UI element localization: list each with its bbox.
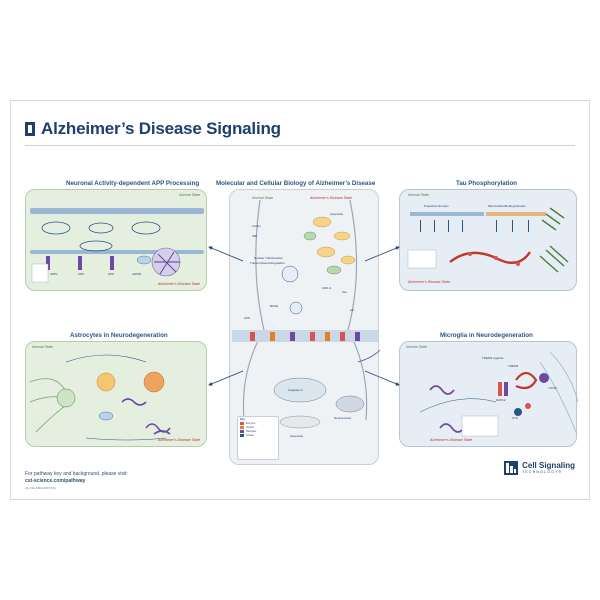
center-title: Molecular and Cellular Biology of Alzhei… [216, 180, 376, 187]
panel-microglia: Microglia in Neurodegeneration Normal St… [399, 332, 579, 447]
center-label-transcription: Transcriptional Regulation [250, 261, 285, 265]
legend-title: Key [240, 418, 245, 421]
app-label-app-2: APP [108, 272, 115, 276]
center-label-bace: BACE [270, 304, 279, 308]
center-label-neurotoxicity: Neurotoxicity [334, 416, 352, 420]
astro-disease-state-label: Alzheimer’s Disease State [157, 438, 200, 442]
legend: Key Enzyme Protein Receptor Kinase [237, 416, 279, 460]
title-bar: Alzheimer’s Disease Signaling [25, 119, 281, 139]
cst-logo-icon [25, 122, 35, 136]
tau-label-microtubule: Microtubule-Binding Domain [488, 204, 526, 208]
center-label-gsk3: GSK-3 [322, 286, 332, 290]
tau-diagram [407, 207, 569, 273]
legend-item-kinase: Kinase [240, 434, 276, 437]
center-label-ide: IDE [252, 234, 258, 238]
tau-label-projection: Projection Domain [424, 204, 449, 208]
center-normal-state-label: Normal State [252, 196, 273, 200]
center-label-insulin: Insulin [252, 224, 261, 228]
microglia-label-mtor: mTOR [548, 386, 557, 390]
astrocytes-diagram [29, 354, 171, 441]
astro-normal-state-label: Normal State [32, 345, 53, 349]
poster: Alzheimer’s Disease Signaling [10, 100, 590, 500]
app-label-sappb: sAPPβ [132, 272, 142, 276]
center-label-abeta: Aβ [350, 308, 354, 312]
brand-sub: TECHNOLOGY® [522, 470, 563, 474]
center-label-tau: Tau [342, 290, 347, 294]
microglia-label-trem2: TREM2 [508, 364, 519, 368]
page-title: Alzheimer’s Disease Signaling [41, 119, 281, 138]
app-processing-diagram [30, 208, 204, 283]
tau-normal-state-label: Normal State [408, 193, 429, 197]
footer-fine-print: 21-CSL-9803-PW-TDU [25, 486, 56, 490]
panel-astrocytes: Astrocytes in Neurodegeneration Normal S… [25, 332, 207, 447]
center-label-apoptosis-2: Apoptosis [290, 434, 304, 438]
tau-title: Tau Phosphorylation [456, 180, 518, 187]
center-label-nuclear: Nuclear Translocation [254, 256, 284, 260]
app-label-apps: APPs [50, 272, 58, 276]
microglia-label-dap12: DAP12 [496, 398, 506, 402]
legend-item-protein: Protein [240, 426, 276, 429]
app-label-app-1: APP [78, 272, 85, 276]
microglia-label-syk: SYK [512, 416, 519, 420]
legend-item-enzyme: Enzyme [240, 422, 276, 425]
microglia-diagram [419, 351, 579, 437]
legend-item-receptor: Receptor [240, 430, 276, 433]
title-divider [25, 145, 575, 146]
microglia-title: Microglia in Neurodegeneration [440, 332, 533, 339]
microglia-disease-state-label: Alzheimer’s Disease State [430, 438, 473, 442]
center-label-apoptosis-1: Apoptosis [330, 212, 344, 216]
microglia-normal-state-label: Normal State [406, 345, 427, 349]
panel-app-processing: Neuronal Activity-dependent APP Processi… [25, 180, 207, 291]
footer-line: For pathway key and background, please v… [25, 471, 128, 477]
center-label-app: APP [244, 316, 251, 320]
app-processing-title: Neuronal Activity-dependent APP Processi… [66, 180, 200, 187]
footer-url-link[interactable]: cst-science.com/pathway [25, 478, 86, 484]
center-label-caspase: Caspase-3 [288, 388, 303, 392]
astrocytes-title: Astrocytes in Neurodegeneration [70, 332, 168, 339]
app-normal-state-label: Normal State [179, 193, 200, 197]
tau-disease-state-label: Alzheimer’s Disease State [408, 280, 451, 284]
footer-note: For pathway key and background, please v… [25, 471, 128, 492]
center-disease-state-label: Alzheimer’s Disease State [310, 196, 353, 200]
center-diagram [232, 199, 381, 429]
app-disease-state-label: Alzheimer’s Disease State [157, 282, 200, 286]
cst-brand-icon [504, 461, 519, 475]
panel-center: Molecular and Cellular Biology of Alzhei… [216, 180, 381, 465]
panel-tau: Tau Phosphorylation Normal State Alzheim… [399, 180, 577, 291]
cst-brand: Cell Signaling TECHNOLOGY® [504, 461, 575, 475]
brand-name: Cell Signaling [522, 461, 575, 470]
microglia-label-trem2-ligands: TREM2 Ligands [482, 356, 504, 360]
